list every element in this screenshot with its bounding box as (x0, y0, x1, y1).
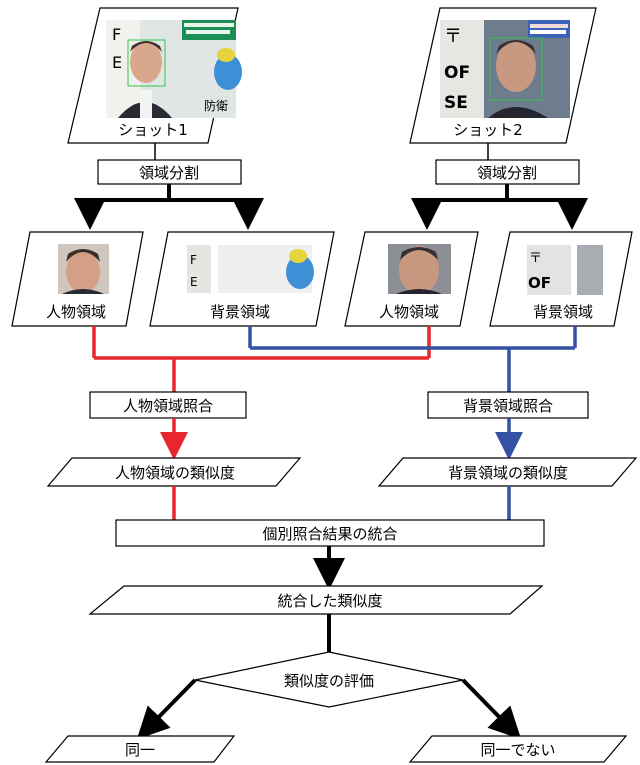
svg-text:〒: 〒 (444, 26, 462, 47)
shot2-label: ショット2 (453, 121, 523, 139)
background-region-2-node: 〒 OF 背景領域 (489, 231, 633, 327)
segmentation-box-1: 領域分割 (97, 159, 242, 185)
svg-text:防衛: 防衛 (204, 98, 228, 113)
evaluation-decision: 類似度の評価 (194, 651, 464, 708)
outcome-same-node: 同一 (44, 735, 236, 763)
svg-text:〒: 〒 (529, 251, 542, 266)
background-matching-box: 背景領域照合 (427, 391, 589, 419)
shot2-node: 〒 OF SE ショット2 (409, 7, 597, 144)
svg-text:人物領域: 人物領域 (46, 303, 106, 321)
person-flow-lines (92, 326, 431, 392)
svg-text:同一でない: 同一でない (480, 741, 555, 759)
person-region-1-node: 人物領域 (11, 231, 144, 327)
svg-text:E: E (190, 275, 198, 289)
svg-text:類似度の評価: 類似度の評価 (284, 672, 374, 690)
background-region-2-image: 〒 OF (527, 245, 603, 295)
person-matching-box: 人物領域照合 (89, 391, 247, 419)
svg-text:F: F (112, 25, 121, 44)
decision-arrow-not-same (461, 678, 522, 740)
svg-text:OF: OF (444, 63, 470, 83)
background-region-1-image: F E (187, 245, 314, 293)
decision-arrow-same (136, 678, 197, 740)
svg-text:領域分割: 領域分割 (477, 164, 537, 182)
shot1-node: F E 防衛 ショット1 (67, 7, 242, 144)
background-flow-lines (248, 326, 577, 392)
svg-text:同一: 同一 (125, 741, 155, 759)
svg-text:背景領域: 背景領域 (533, 303, 593, 321)
integration-box: 個別照合結果の統合 (115, 519, 545, 547)
svg-text:E: E (112, 53, 122, 72)
shot2-image: 〒 OF SE (440, 20, 570, 118)
branch-arrows-1 (74, 184, 264, 230)
svg-text:背景領域照合: 背景領域照合 (463, 397, 553, 415)
person-region-2-image (388, 244, 451, 294)
svg-text:F: F (190, 253, 197, 267)
svg-text:背景領域の類似度: 背景領域の類似度 (448, 464, 568, 482)
svg-text:人物領域: 人物領域 (379, 303, 439, 321)
svg-text:領域分割: 領域分割 (139, 164, 199, 182)
person-region-2-node: 人物領域 (344, 231, 479, 327)
outcome-not-same-node: 同一でない (408, 735, 628, 763)
branch-arrows-2 (411, 184, 588, 230)
segmentation-box-2: 領域分割 (435, 159, 580, 185)
background-similarity-node: 背景領域の類似度 (377, 457, 638, 487)
svg-text:統合した類似度: 統合した類似度 (277, 592, 382, 610)
svg-text:OF: OF (528, 274, 551, 292)
shot1-label: ショット1 (118, 121, 188, 139)
integrated-similarity-node: 統合した類似度 (88, 585, 544, 615)
person-region-1-image (58, 244, 109, 294)
shot1-image: F E 防衛 (106, 20, 242, 118)
background-region-1-node: F E 背景領域 (149, 231, 335, 327)
svg-text:個別照合結果の統合: 個別照合結果の統合 (262, 525, 397, 543)
svg-text:人物領域の類似度: 人物領域の類似度 (115, 464, 235, 482)
svg-text:SE: SE (444, 93, 468, 113)
svg-text:背景領域: 背景領域 (210, 303, 270, 321)
person-similarity-node: 人物領域の類似度 (46, 457, 302, 487)
svg-text:人物領域照合: 人物領域照合 (123, 397, 213, 415)
